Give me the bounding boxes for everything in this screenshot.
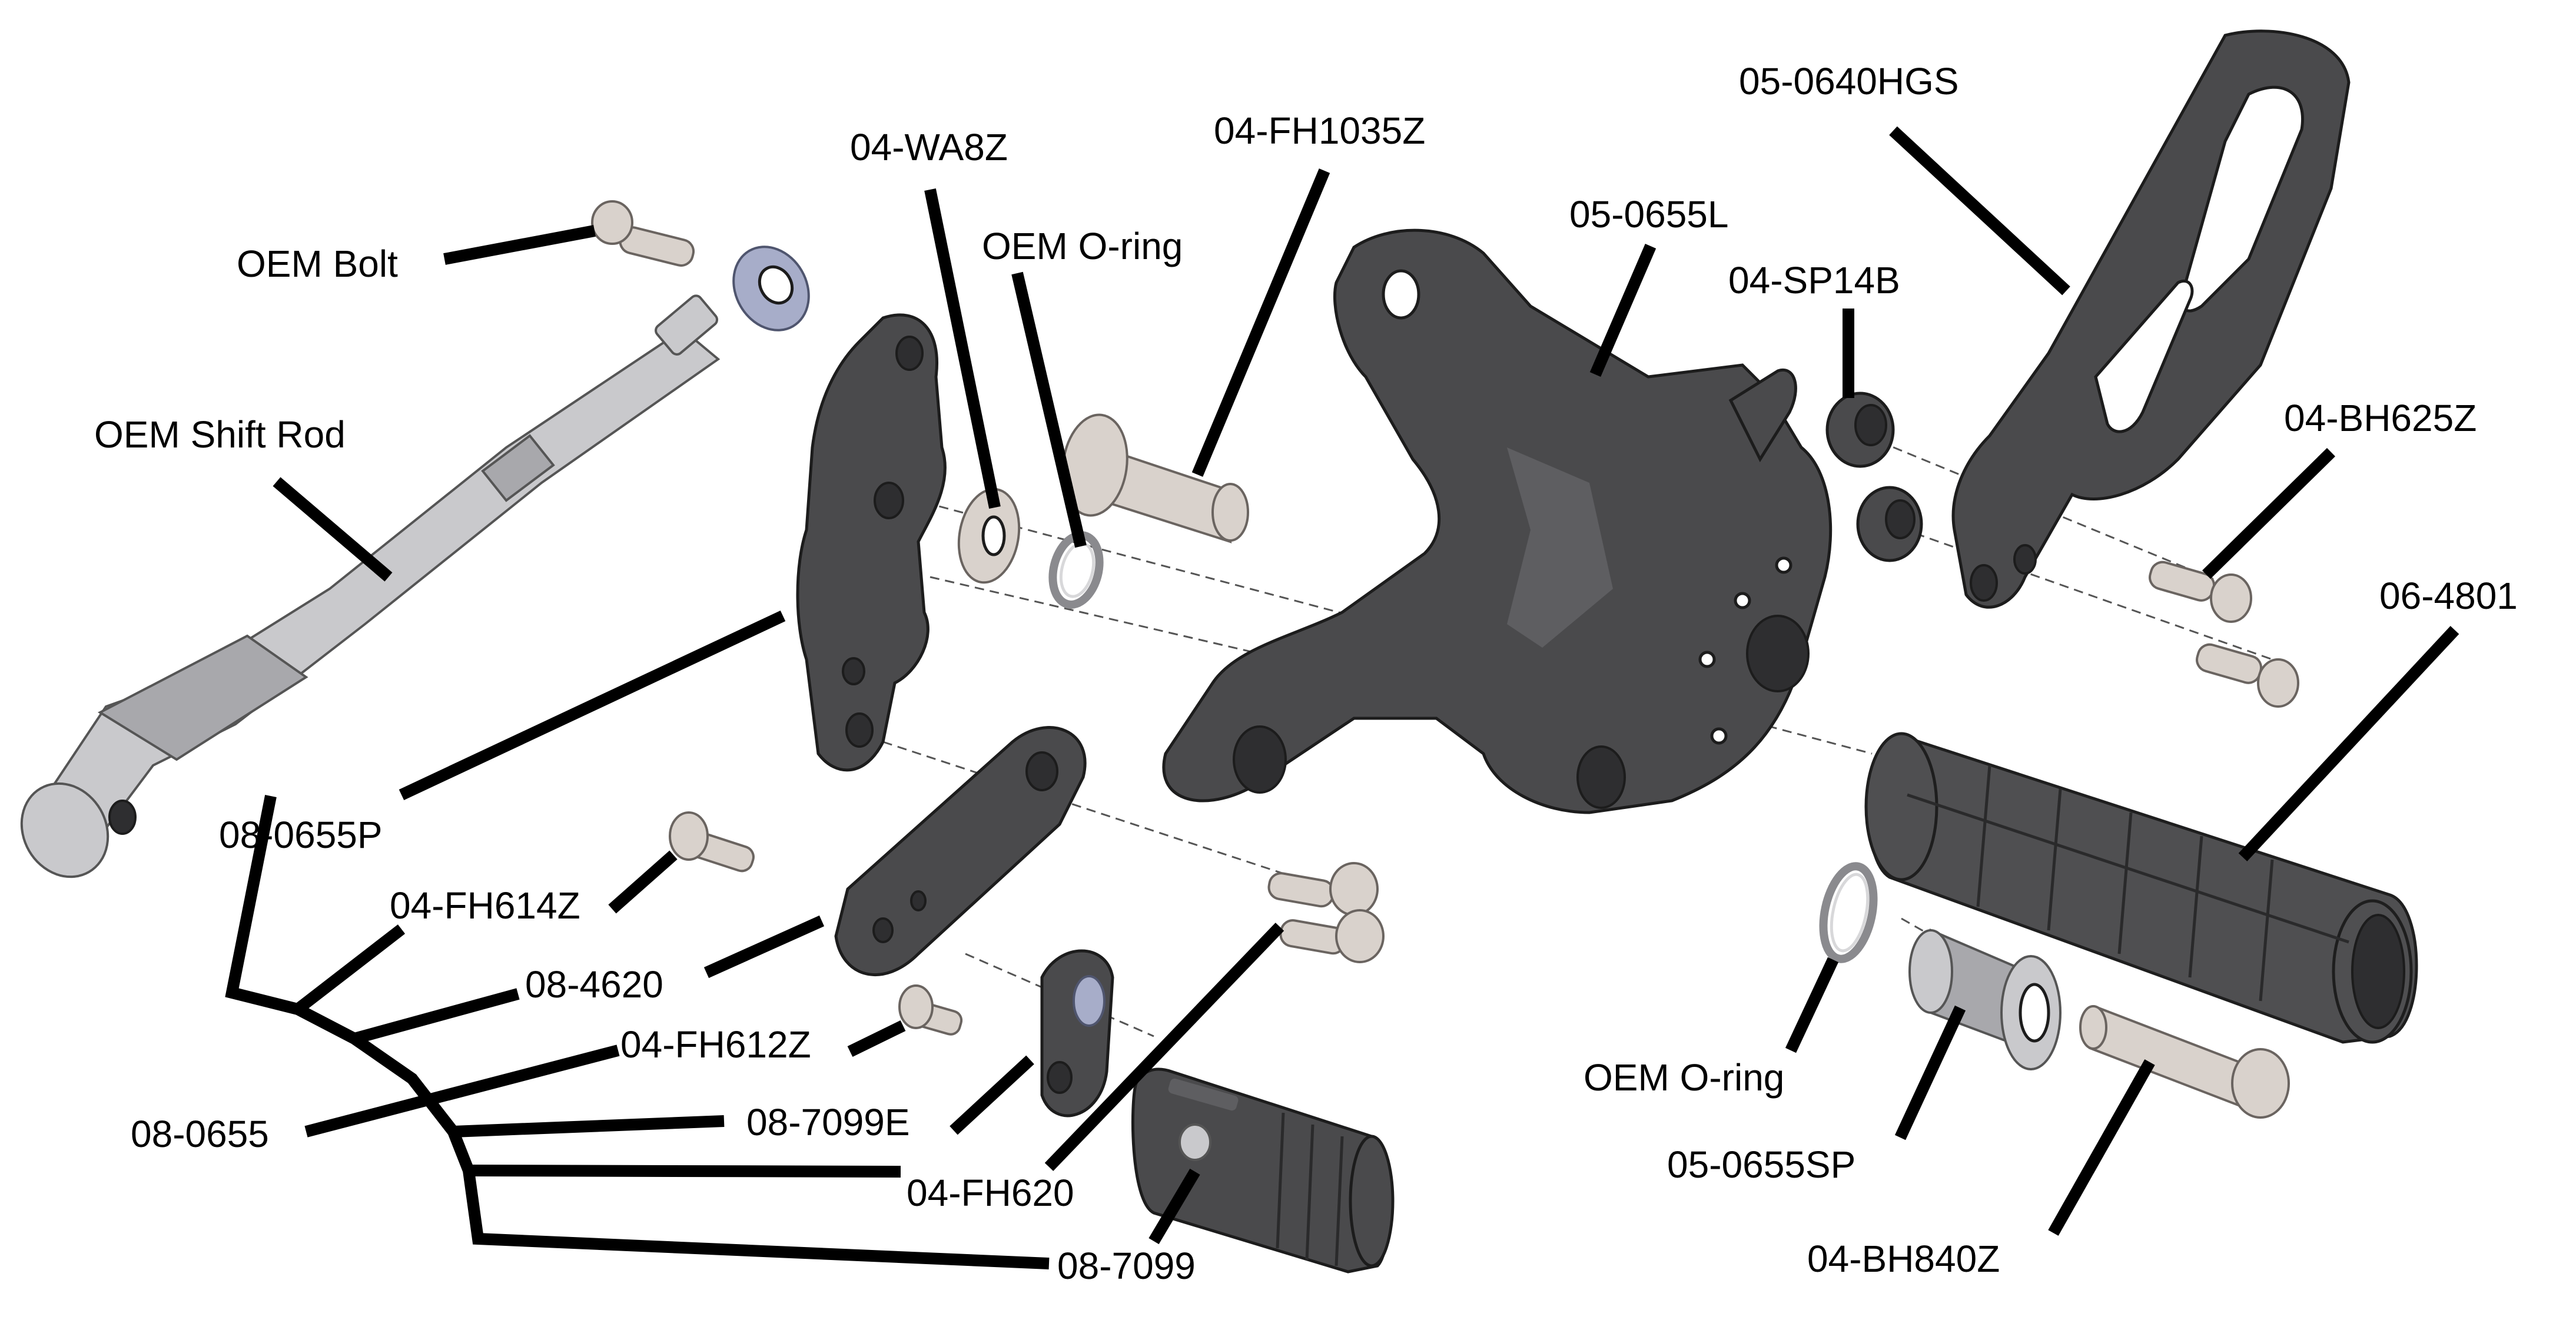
- leader-0655-to-fh614z: [294, 924, 406, 1014]
- leader-bracket-0655-assembly: [225, 795, 1050, 1269]
- part-labels: OEM Bolt OEM Shift Rod 04-WA8Z OEM O-rin…: [94, 60, 2518, 1287]
- label-fh614z: 04-FH614Z: [390, 884, 580, 927]
- bolt-bh625z-part: [2149, 561, 2299, 708]
- leader-0655-to-fh620: [468, 1165, 901, 1178]
- arm-4620-part: [834, 726, 1087, 976]
- leader-oem-bolt: [443, 225, 596, 265]
- label-o-ring-bottom: OEM O-ring: [1584, 1056, 1784, 1099]
- bracket-0655l-part: [1162, 228, 1833, 814]
- leader-oem-shift-rod: [273, 477, 393, 582]
- leader-4620: [703, 915, 825, 979]
- o-ring-bottom-part: [1819, 862, 1878, 963]
- washer-wa8z-part: [957, 488, 1021, 584]
- leader-7099: [1148, 1168, 1200, 1245]
- spacer-0655sp-part: [1908, 928, 2062, 1070]
- oem-shift-rod-part: [20, 246, 810, 878]
- heel-guard-0640hgs-part: [1951, 29, 2351, 609]
- spacer-sp14b-part: [1825, 392, 1923, 562]
- oem-bolt-part: [591, 200, 695, 267]
- label-sp14b: 04-SP14B: [1728, 259, 1900, 301]
- bolt-bh840z-part: [2079, 1005, 2290, 1119]
- leader-fh614z: [608, 850, 678, 914]
- label-0655p: 08-0655P: [219, 814, 383, 856]
- label-0655l: 05-0655L: [1569, 193, 1728, 236]
- bolt-fh1035z-part: [1061, 413, 1249, 543]
- label-0655sp: 05-0655SP: [1667, 1143, 1855, 1186]
- leader-fh620: [1044, 923, 1284, 1171]
- label-fh612z: 04-FH612Z: [620, 1023, 811, 1066]
- leader-0655-label: [304, 1044, 620, 1138]
- grip-4801-part: [1864, 732, 2418, 1044]
- plate-0655p-part: [796, 313, 947, 772]
- bolt-fh614z-part: [669, 811, 755, 873]
- leader-0655p: [399, 610, 786, 801]
- cam-7099e-part: [1040, 949, 1114, 1118]
- label-4620: 08-4620: [525, 963, 663, 1006]
- label-bh625z: 04-BH625Z: [2284, 397, 2477, 439]
- label-0655: 08-0655: [131, 1113, 269, 1155]
- peg-7099-part: [1131, 1067, 1395, 1274]
- leader-0655l: [1589, 244, 1657, 377]
- leader-bh840z: [2048, 1059, 2155, 1236]
- label-fh1035z: 04-FH1035Z: [1214, 110, 1425, 152]
- label-o-ring-top: OEM O-ring: [982, 225, 1183, 267]
- leader-0640hgs: [1889, 126, 2070, 296]
- label-0640hgs: 05-0640HGS: [1739, 60, 1959, 102]
- leader-bh625z: [2202, 447, 2336, 579]
- leader-4801: [2238, 626, 2459, 861]
- leader-o-ring-top: [1011, 271, 1087, 548]
- bolt-fh620-part: [1267, 862, 1385, 963]
- label-wa8z: 04-WA8Z: [850, 126, 1008, 168]
- label-7099: 08-7099: [1057, 1245, 1196, 1287]
- bolt-fh612z-part: [898, 984, 963, 1036]
- label-oem-shift-rod: OEM Shift Rod: [94, 413, 346, 456]
- label-7099e: 08-7099E: [746, 1101, 910, 1143]
- leader-7099e: [950, 1055, 1034, 1135]
- label-4801: 06-4801: [2379, 575, 2518, 617]
- leader-fh612z: [847, 1020, 906, 1057]
- leader-0655sp: [1894, 1005, 1966, 1140]
- label-oem-bolt: OEM Bolt: [237, 243, 398, 285]
- label-fh620: 04-FH620: [907, 1172, 1074, 1214]
- leader-lines: [225, 126, 2459, 1269]
- leader-fh1035z: [1191, 168, 1330, 477]
- leader-0655-to-4620: [353, 988, 520, 1044]
- leader-0655-to-7099e: [453, 1115, 725, 1138]
- label-bh840z: 04-BH840Z: [1807, 1238, 2000, 1280]
- leader-wa8z: [924, 188, 1001, 509]
- leader-o-ring-bottom: [1785, 957, 1839, 1053]
